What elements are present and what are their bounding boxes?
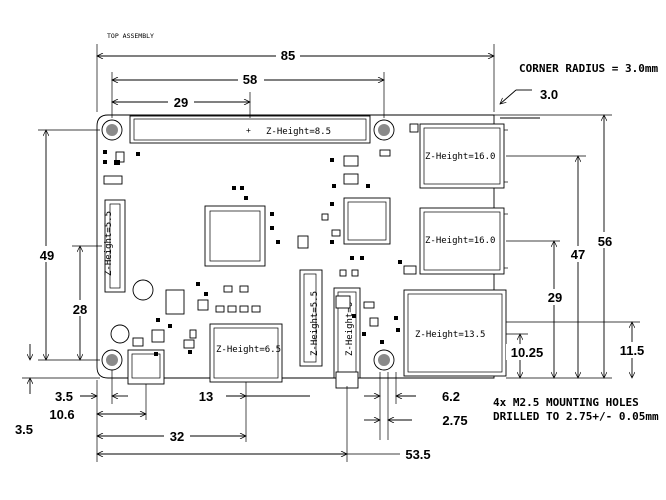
mounting-hole-bottom-right (373, 349, 395, 371)
power-connector (127, 349, 165, 385)
svg-text:+: + (246, 126, 251, 135)
usb-port-middle: Z-Height=16.0 (419, 207, 508, 275)
dim-32: 32 (170, 429, 184, 444)
dim-28: 28 (73, 302, 87, 317)
dim-10-25: 10.25 (511, 345, 544, 360)
dim-6-2: 6.2 (442, 389, 460, 404)
dim-3-5-bottom: 3.5 (55, 389, 73, 404)
dim-10-6: 10.6 (49, 407, 74, 422)
dim-3-5-left: 3.5 (15, 422, 33, 437)
mounting-hole-top-right (373, 119, 395, 141)
mounting-hole-bottom-left (101, 349, 123, 371)
display-connector: Z-Height=5.5 (104, 199, 126, 293)
camera-connector: Z-Height=5.5 (299, 269, 323, 367)
board-outline (96, 114, 495, 379)
smd-components (103, 123, 419, 356)
dim-corner-3: 3.0 (540, 87, 558, 102)
mounting-note-line2: DRILLED TO 2.75+/- 0.05mm (493, 410, 659, 423)
mounting-holes (101, 119, 395, 371)
dim-11-5: 11.5 (620, 343, 645, 358)
mounting-note-line1: 4x M2.5 MOUNTING HOLES (493, 396, 639, 409)
dim-2-75: 2.75 (442, 413, 467, 428)
usb-controller-chip (343, 197, 391, 245)
usb-upper-z-height: Z-Height=16.0 (425, 152, 495, 162)
dim-49: 49 (40, 248, 54, 263)
corner-radius-note: CORNER RADIUS = 3.0mm (519, 62, 658, 75)
hdmi-port: Z-Height=6.5 (209, 323, 283, 383)
dimensions: 85 58 29 CORNER RADIUS = 3.0mm 3.0 56 47 (15, 44, 658, 462)
usb-port-upper: Z-Height=16.0 (419, 123, 508, 189)
hdmi-z-height: Z-Height=6.5 (216, 345, 281, 355)
mounting-hole-top-left (101, 119, 123, 141)
usb-middle-z-height: Z-Height=16.0 (425, 236, 495, 246)
ethernet-z-height: Z-Height=13.5 (415, 330, 485, 340)
board (96, 114, 495, 379)
audio-z-height: Z-Height=6 (345, 302, 355, 356)
dim-13: 13 (199, 389, 213, 404)
ethernet-port: Z-Height=13.5 (403, 289, 507, 377)
dim-58: 58 (243, 72, 257, 87)
drawing-title: TOP ASSEMBLY (107, 32, 154, 40)
dim-53-5: 53.5 (405, 447, 430, 462)
camera-z-height: Z-Height=5.5 (310, 291, 320, 356)
soc-chip (204, 205, 266, 267)
gpio-z-height: Z-Height=8.5 (266, 127, 331, 137)
dim-47: 47 (571, 247, 585, 262)
gpio-header: + Z-Height=8.5 (129, 115, 371, 144)
dim-56: 56 (598, 234, 612, 249)
dim-85: 85 (281, 48, 295, 63)
dim-29-top: 29 (174, 95, 188, 110)
dim-29-right: 29 (548, 290, 562, 305)
display-z-height: Z-Height=5.5 (104, 211, 114, 276)
